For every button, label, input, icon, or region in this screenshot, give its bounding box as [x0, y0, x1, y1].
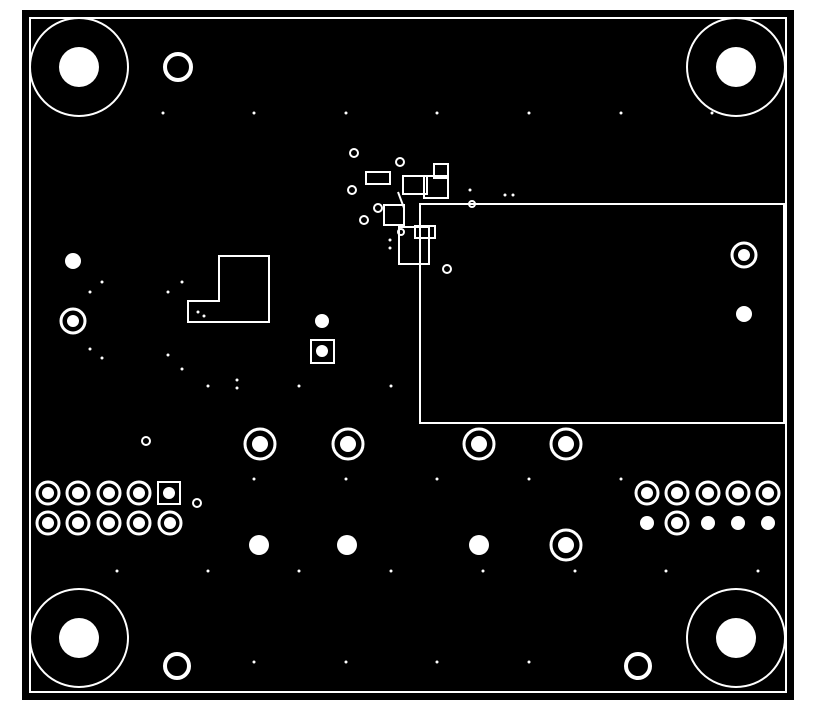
mounting-hole-icon: [29, 17, 129, 117]
mounting-hole-icon: [29, 588, 129, 688]
mounting-hole-icon: [686, 17, 786, 117]
mounting-hole-icon: [686, 588, 786, 688]
square-pad-icon: [310, 339, 335, 364]
plated-through-hole-icon: [65, 253, 775, 555]
plated-through-hole-icon: [59, 241, 758, 562]
board-edge-inner: [29, 17, 787, 693]
via-icon: [88, 111, 760, 664]
connector-header-left: [35, 480, 183, 536]
l-shaped-pad: [187, 255, 270, 323]
component-cluster: [347, 157, 476, 265]
board-outline: [22, 10, 794, 700]
via-icon: [141, 52, 652, 680]
connector-header-right: [634, 480, 781, 506]
